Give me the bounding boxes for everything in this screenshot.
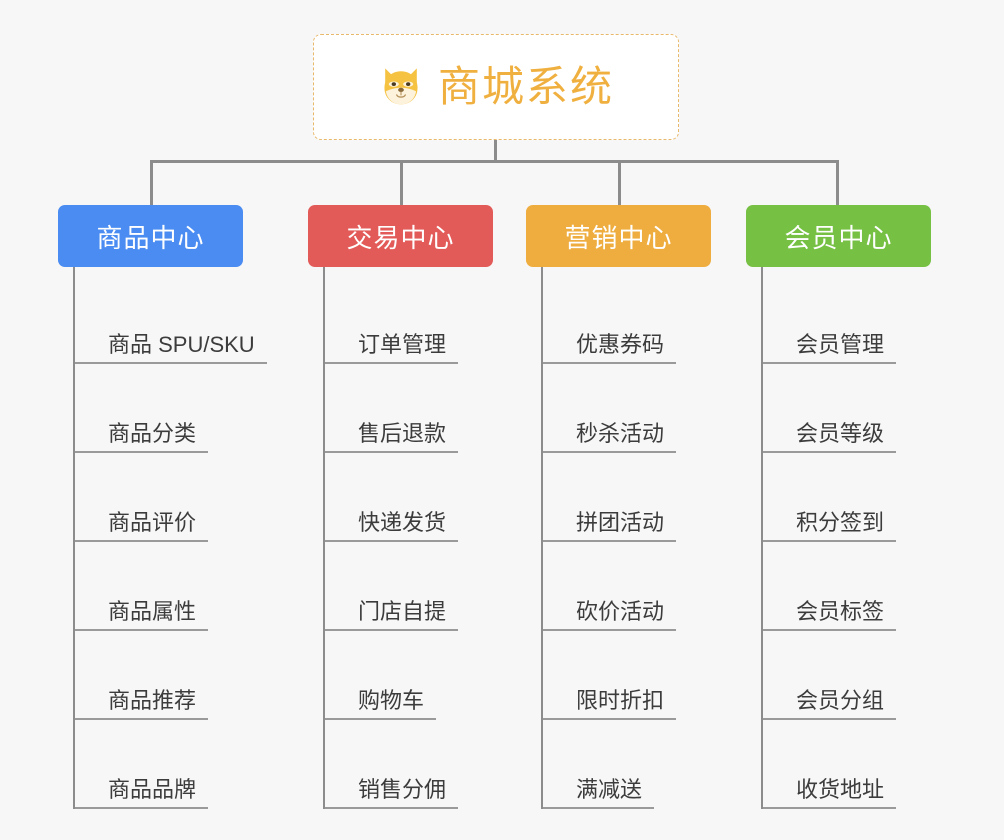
leaf-list-member: 会员管理 会员等级 积分签到 会员标签 会员分组 收货地址 bbox=[761, 267, 978, 809]
branch-column-trade: 交易中心 订单管理 售后退款 快递发货 门店自提 购物车 bbox=[308, 205, 540, 809]
list-item[interactable]: 门店自提 bbox=[325, 542, 540, 631]
leaf-underline bbox=[75, 807, 208, 809]
list-item[interactable]: 售后退款 bbox=[325, 364, 540, 453]
list-item[interactable]: 积分签到 bbox=[763, 453, 978, 542]
list-item[interactable]: 满减送 bbox=[543, 720, 758, 809]
leaf-underline bbox=[763, 362, 896, 364]
leaf-underline bbox=[325, 718, 436, 720]
category-label: 营销中心 bbox=[564, 222, 673, 253]
leaf-label: 售后退款 bbox=[358, 420, 447, 446]
list-item[interactable]: 砍价活动 bbox=[543, 542, 758, 631]
leaf-underline bbox=[75, 718, 208, 720]
list-item[interactable]: 销售分佣 bbox=[325, 720, 540, 809]
leaf-label: 优惠券码 bbox=[576, 331, 665, 357]
leaf-label: 会员标签 bbox=[796, 598, 885, 624]
leaf-underline bbox=[325, 540, 458, 542]
leaf-label: 收货地址 bbox=[796, 776, 885, 802]
leaf-underline bbox=[543, 718, 676, 720]
leaf-label: 会员管理 bbox=[796, 331, 885, 357]
category-header-product[interactable]: 商品中心 bbox=[58, 205, 243, 267]
list-item[interactable]: 优惠券码 bbox=[543, 275, 758, 364]
list-item[interactable]: 拼团活动 bbox=[543, 453, 758, 542]
list-item[interactable]: 会员管理 bbox=[763, 275, 978, 364]
leaf-label: 会员分组 bbox=[796, 687, 885, 713]
list-item[interactable]: 商品评价 bbox=[75, 453, 290, 542]
category-header-trade[interactable]: 交易中心 bbox=[308, 205, 493, 267]
root-node[interactable]: 商城系统 bbox=[313, 34, 679, 140]
leaf-underline bbox=[325, 362, 458, 364]
branch-column-marketing: 营销中心 优惠券码 秒杀活动 拼团活动 砍价活动 限时折扣 bbox=[526, 205, 758, 809]
leaf-underline bbox=[543, 629, 676, 631]
leaf-underline bbox=[75, 629, 208, 631]
list-item[interactable]: 订单管理 bbox=[325, 275, 540, 364]
branch-column-member: 会员中心 会员管理 会员等级 积分签到 会员标签 会员分组 bbox=[746, 205, 978, 809]
list-item[interactable]: 商品 SPU/SKU bbox=[75, 275, 290, 364]
list-item[interactable]: 限时折扣 bbox=[543, 631, 758, 720]
leaf-label: 商品品牌 bbox=[108, 776, 197, 802]
list-item[interactable]: 会员分组 bbox=[763, 631, 978, 720]
shiba-inu-dog-face-icon bbox=[384, 68, 418, 105]
connector-branch-2 bbox=[400, 160, 403, 207]
category-header-marketing[interactable]: 营销中心 bbox=[526, 205, 711, 267]
leaf-label: 购物车 bbox=[358, 687, 425, 713]
leaf-label: 商品分类 bbox=[108, 420, 197, 446]
list-item[interactable]: 秒杀活动 bbox=[543, 364, 758, 453]
connector-horizontal-bar bbox=[150, 160, 839, 163]
leaf-label: 门店自提 bbox=[358, 598, 447, 624]
leaf-underline bbox=[75, 540, 208, 542]
leaf-list-marketing: 优惠券码 秒杀活动 拼团活动 砍价活动 限时折扣 满减送 bbox=[541, 267, 758, 809]
leaf-label: 积分签到 bbox=[796, 509, 885, 535]
branch-column-product: 商品中心 商品 SPU/SKU 商品分类 商品评价 商品属性 商品推荐 bbox=[58, 205, 290, 809]
leaf-underline bbox=[543, 807, 654, 809]
leaf-label: 限时折扣 bbox=[576, 687, 665, 713]
leaf-underline bbox=[543, 451, 676, 453]
list-item[interactable]: 会员标签 bbox=[763, 542, 978, 631]
leaf-label: 快递发货 bbox=[358, 509, 447, 535]
list-item[interactable]: 快递发货 bbox=[325, 453, 540, 542]
leaf-label: 订单管理 bbox=[358, 331, 447, 357]
list-item[interactable]: 会员等级 bbox=[763, 364, 978, 453]
leaf-list-product: 商品 SPU/SKU 商品分类 商品评价 商品属性 商品推荐 商品品牌 bbox=[73, 267, 290, 809]
leaf-underline bbox=[325, 807, 458, 809]
leaf-underline bbox=[763, 540, 896, 542]
connector-branch-1 bbox=[150, 160, 153, 207]
leaf-underline bbox=[763, 807, 896, 809]
leaf-label: 商品 SPU/SKU bbox=[108, 331, 255, 357]
list-item[interactable]: 商品推荐 bbox=[75, 631, 290, 720]
leaf-label: 会员等级 bbox=[796, 420, 885, 446]
connector-root-stem bbox=[494, 140, 497, 162]
list-item[interactable]: 商品属性 bbox=[75, 542, 290, 631]
leaf-label: 商品属性 bbox=[108, 598, 197, 624]
category-header-member[interactable]: 会员中心 bbox=[746, 205, 931, 267]
leaf-underline bbox=[543, 362, 676, 364]
list-item[interactable]: 购物车 bbox=[325, 631, 540, 720]
leaf-list-trade: 订单管理 售后退款 快递发货 门店自提 购物车 销售分佣 bbox=[323, 267, 540, 809]
category-label: 会员中心 bbox=[784, 222, 893, 253]
list-item[interactable]: 商品分类 bbox=[75, 364, 290, 453]
leaf-label: 拼团活动 bbox=[576, 509, 665, 535]
list-item[interactable]: 收货地址 bbox=[763, 720, 978, 809]
category-label: 交易中心 bbox=[346, 222, 455, 253]
leaf-label: 秒杀活动 bbox=[576, 420, 665, 446]
leaf-underline bbox=[763, 718, 896, 720]
root-title: 商城系统 bbox=[437, 63, 614, 110]
leaf-underline bbox=[763, 629, 896, 631]
leaf-label: 商品推荐 bbox=[108, 687, 197, 713]
leaf-label: 销售分佣 bbox=[358, 776, 447, 802]
leaf-label: 满减送 bbox=[576, 776, 643, 802]
connector-branch-4 bbox=[836, 160, 839, 207]
leaf-label: 商品评价 bbox=[108, 509, 197, 535]
leaf-underline bbox=[325, 451, 458, 453]
list-item[interactable]: 商品品牌 bbox=[75, 720, 290, 809]
leaf-underline bbox=[75, 362, 267, 364]
leaf-underline bbox=[75, 451, 208, 453]
leaf-underline bbox=[543, 540, 676, 542]
category-label: 商品中心 bbox=[96, 222, 205, 253]
leaf-underline bbox=[763, 451, 896, 453]
connector-branch-3 bbox=[618, 160, 621, 207]
leaf-label: 砍价活动 bbox=[576, 598, 665, 624]
leaf-underline bbox=[325, 629, 458, 631]
